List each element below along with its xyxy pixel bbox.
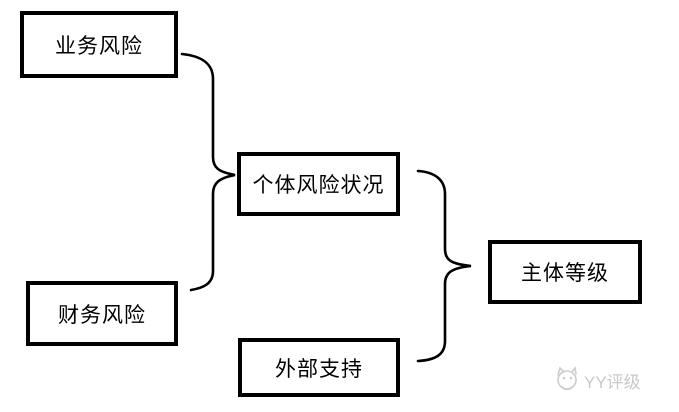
- node-individual-risk: 个体风险状况: [237, 152, 400, 216]
- node-financial-risk: 财务风险: [26, 281, 178, 346]
- node-issuer-rating-label: 主体等级: [521, 261, 609, 285]
- node-business-risk: 业务风险: [20, 11, 178, 78]
- node-individual-risk-label: 个体风险状况: [252, 173, 385, 197]
- right-brace-connector: [416, 169, 472, 363]
- node-business-risk-label: 业务风险: [55, 33, 143, 58]
- node-external-support-label: 外部支持: [275, 356, 363, 381]
- node-issuer-rating: 主体等级: [488, 240, 642, 304]
- watermark-label: YY评级: [584, 372, 641, 392]
- yy-logo-icon: [552, 365, 580, 395]
- node-external-support: 外部支持: [238, 338, 400, 397]
- watermark: YY评级: [552, 365, 641, 395]
- node-financial-risk-label: 财务风险: [58, 302, 146, 327]
- left-brace-connector: [180, 52, 236, 292]
